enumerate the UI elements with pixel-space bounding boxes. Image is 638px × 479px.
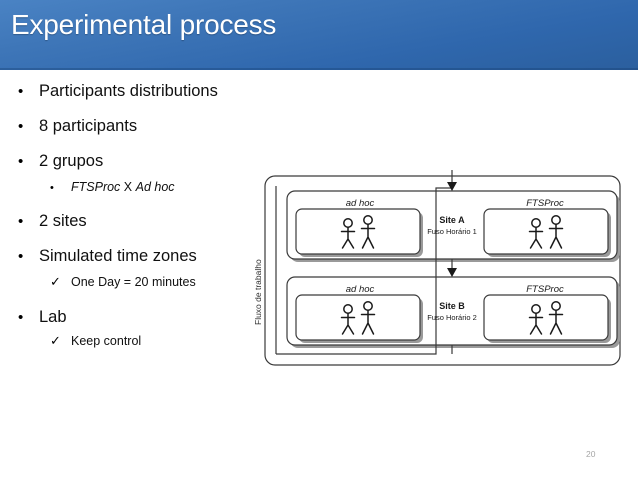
list-item-keep-control: ✓ Keep control [0,333,270,349]
term-ad-hoc: Ad hoc [135,180,175,194]
list-item-label: Keep control [71,334,142,348]
check-marker-icon: ✓ [50,274,61,289]
experiment-workflow-diagram: Fluxo de trabalho ad hoc FTSProc Site A … [248,165,630,380]
list-item-8-participants: • 8 participants [0,117,270,136]
site-a-left-participants [340,215,376,249]
list-item-participants-distributions: • Participants distributions [0,82,270,101]
bullet-marker-icon: • [18,248,24,265]
site-b-timezone: Fuso Horário 2 [427,313,477,322]
bullet-marker-icon: • [18,153,24,170]
bullet-list: • Participants distributions • 8 partici… [0,82,270,363]
list-item-2-grupos: • 2 grupos [0,152,270,171]
site-b-left-group-box [295,294,421,341]
site-a-right-participants [528,215,564,249]
bullet-marker-icon: • [18,213,24,230]
site-b-left-participants [340,301,376,335]
check-marker-icon: ✓ [50,333,61,348]
site-b-name: Site B [439,301,465,311]
page-title: Experimental process [11,9,277,40]
list-item-one-day-20-minutes: ✓ One Day = 20 minutes [0,274,270,290]
page-number: 20 [586,449,596,459]
list-item-label: One Day = 20 minutes [71,275,196,289]
site-b-right-group-label: FTSProc [526,284,564,295]
bullet-marker-icon: • [18,83,24,100]
bullet-marker-icon: • [18,118,24,135]
list-item-lab: • Lab [0,308,270,327]
bullet-marker-icon: • [50,182,54,194]
flow-axis-label: Fluxo de trabalho [253,259,263,325]
site-a-timezone: Fuso Horário 1 [427,227,477,236]
site-b-right-group-box [483,294,609,341]
bullet-marker-icon: • [18,309,24,326]
slide-title-bar: Experimental process [0,0,638,70]
site-a-left-group-label: ad hoc [346,198,375,209]
list-item-label: Participants distributions [39,82,218,100]
site-a-left-group-box [295,208,421,255]
list-item-label: 2 grupos [39,152,104,170]
list-item-simulated-time-zones: • Simulated time zones [0,247,270,266]
list-item-2-sites: • 2 sites [0,212,270,231]
arrowhead-site-b [447,268,457,277]
site-a-right-group-box [483,208,609,255]
site-a-name: Site A [439,215,465,225]
site-b-right-participants [528,301,564,335]
arrowhead-site-a [447,182,457,191]
term-ftsproc: FTSProc [71,180,121,194]
list-item-label: FTSProc X Ad hoc [71,180,270,194]
list-item-label: 8 participants [39,117,138,135]
list-item-label: 2 sites [39,212,87,230]
site-b-left-group-label: ad hoc [346,284,375,295]
list-item-label: Simulated time zones [39,247,197,265]
site-a-right-group-label: FTSProc [526,198,564,209]
term-separator: X [120,180,136,194]
list-item-label: Lab [39,308,67,326]
list-item-ftsproc-x-ad-hoc: • FTSProc X Ad hoc [0,180,270,194]
